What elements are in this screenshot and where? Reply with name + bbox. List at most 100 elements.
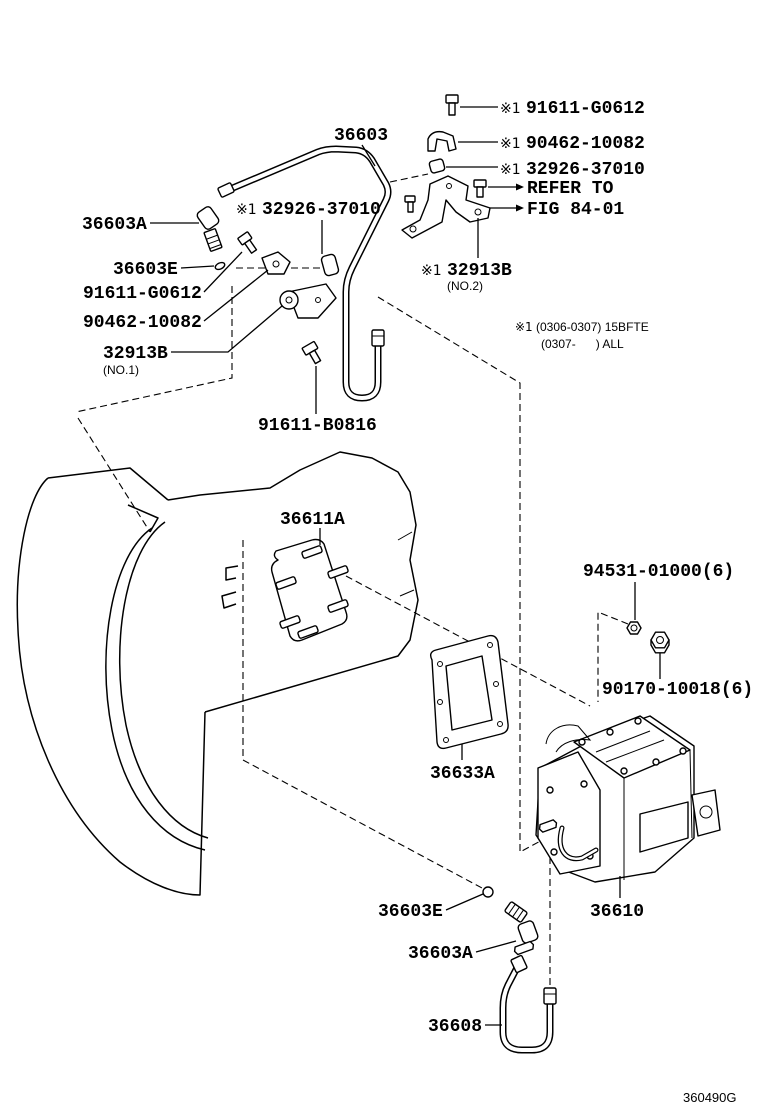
reference-mark: ※1 xyxy=(500,162,521,178)
bolt-shank xyxy=(448,102,456,116)
callout-bolt-upper-left: 91611-G0612 xyxy=(83,284,202,304)
flare-nut-body xyxy=(543,987,557,1005)
pipe-wall xyxy=(224,145,392,402)
bell-housing-ring xyxy=(105,527,206,851)
bracket-hole xyxy=(446,183,452,189)
output-flange-hole xyxy=(699,805,713,819)
callout-bracket-no2-qualifier: (NO.2) xyxy=(447,279,483,293)
union-elbow xyxy=(196,206,220,230)
callout-cushion-upper-left: 32926-37010 xyxy=(262,200,381,220)
case-boss xyxy=(221,591,237,609)
union-elbow-body xyxy=(517,920,539,944)
bolt-upper-left xyxy=(237,231,258,254)
callout-cushion-top: 32926-37010 xyxy=(526,160,645,180)
stud-body xyxy=(327,599,349,613)
gasket xyxy=(429,634,509,750)
union-fitting-upper xyxy=(196,206,223,252)
callout-labels: ※1 91611-G0612 ※1 90462-10082 ※1 32926-3… xyxy=(82,99,753,1037)
bolt-shank xyxy=(476,186,484,198)
gasket-hole xyxy=(437,699,443,705)
flare-nut-body xyxy=(510,954,528,974)
leader-lines xyxy=(150,106,661,1026)
callout-stud-plate: 36611A xyxy=(280,510,345,530)
cover-bolt xyxy=(620,767,628,775)
bolt-top xyxy=(445,94,459,116)
oil-pipe-36603 xyxy=(217,145,392,402)
nut-face xyxy=(650,631,670,649)
projection-line xyxy=(389,173,429,183)
union-elbow xyxy=(517,920,539,944)
bracket-hole xyxy=(315,297,321,303)
bracket-hole xyxy=(474,208,482,216)
stud-body xyxy=(275,576,297,590)
leader-arrowhead xyxy=(516,204,524,212)
pipe-flare-nut xyxy=(510,954,528,974)
projection-line xyxy=(597,611,629,702)
case-top-edge xyxy=(167,451,419,713)
reference-mark: ※1 xyxy=(421,263,442,279)
bell-housing-top xyxy=(47,467,169,501)
projection-line xyxy=(377,296,547,853)
applicability-note: ※1 (0306-0307) 15BFTE (0307- ) ALL xyxy=(515,320,649,351)
transfer-recess xyxy=(639,801,689,853)
washer xyxy=(626,621,642,635)
callout-washer: 94531-01000(6) xyxy=(583,562,734,582)
thread-line xyxy=(206,234,218,240)
reference-mark: ※1 xyxy=(515,320,533,334)
union-hex-body xyxy=(513,940,535,956)
projection-line xyxy=(75,286,233,413)
callout-oring-upper: 36603E xyxy=(113,260,178,280)
stud-body xyxy=(327,565,349,579)
pipe-bore xyxy=(501,960,552,1052)
transfer-port-fitting xyxy=(538,819,558,833)
callout-clamp-upper-left: 90462-10082 xyxy=(83,313,202,333)
cushion-body xyxy=(428,158,446,174)
union-thread xyxy=(504,901,528,923)
bracket-hole xyxy=(285,296,293,304)
callout-union-lower: 36603A xyxy=(408,944,473,964)
pipe-bore xyxy=(226,147,390,400)
bell-housing-outer xyxy=(16,477,206,896)
bolt-small xyxy=(404,195,416,213)
callout-gasket: 36633A xyxy=(430,764,495,784)
gasket-hole xyxy=(437,661,443,667)
bolt-refer xyxy=(473,179,487,198)
gasket-opening xyxy=(445,655,493,731)
bell-housing-notch xyxy=(127,504,159,533)
callout-bolt-top: 91611-G0612 xyxy=(526,99,645,119)
gasket-hole xyxy=(487,642,493,648)
leader-line xyxy=(203,269,269,322)
thread-line xyxy=(508,903,516,915)
housing-bolt xyxy=(580,780,588,788)
thread-line xyxy=(512,906,520,918)
clamp-top xyxy=(427,130,457,152)
callout-transfer-assembly: 36610 xyxy=(590,902,644,922)
transfer-assembly xyxy=(535,715,721,883)
o-ring-lower xyxy=(482,886,494,898)
projection-line xyxy=(242,540,483,889)
pipe-flare-nut xyxy=(217,182,235,198)
union-elbow-body xyxy=(196,206,220,230)
pipe-flare-nut xyxy=(543,987,557,1005)
bell-housing-ring xyxy=(118,521,209,839)
reference-mark: ※1 xyxy=(500,136,521,152)
projection-lines xyxy=(75,173,629,990)
flare-nut-body xyxy=(371,329,385,347)
pipe-flare-nut xyxy=(371,329,385,347)
leader-arrowhead xyxy=(516,183,524,191)
bolt-head xyxy=(473,179,487,188)
cushion-upper-left xyxy=(320,253,340,277)
callout-oring-lower: 36603E xyxy=(378,902,443,922)
thread-line xyxy=(209,244,222,250)
callout-union-upper: 36603A xyxy=(82,215,147,235)
gasket-hole xyxy=(493,681,499,687)
gasket-hole xyxy=(497,721,503,727)
bracket-boss xyxy=(279,290,299,310)
union-thread xyxy=(203,228,223,252)
cover-bolt xyxy=(679,747,687,755)
stud-body xyxy=(301,545,323,559)
note-line-1: (0306-0307) 15BFTE xyxy=(536,320,649,334)
gasket-hole xyxy=(443,737,449,743)
union-hex xyxy=(513,940,535,956)
